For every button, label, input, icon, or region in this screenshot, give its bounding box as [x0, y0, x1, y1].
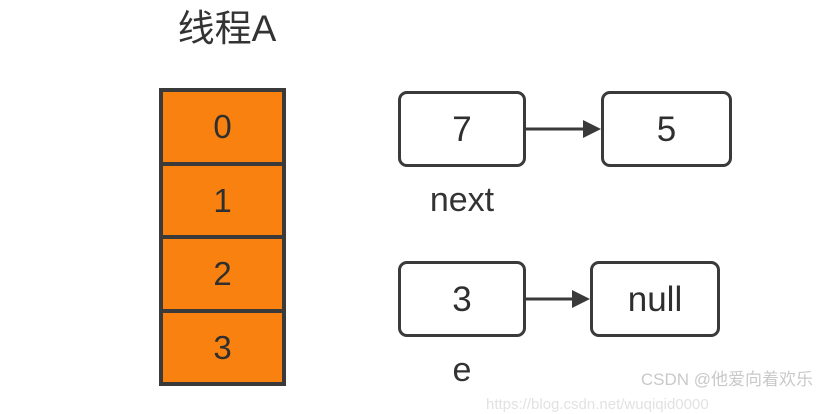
pointer-label-next: next [429, 181, 495, 219]
pointer-label-e: e [452, 351, 472, 389]
node-row-e: 3 null [398, 261, 720, 337]
page-title: 线程A [177, 8, 277, 49]
arrow-head [583, 120, 601, 138]
node-row-next: 7 5 [398, 91, 732, 167]
arrow-line [526, 127, 584, 131]
watermark-text: CSDN @他爱向着欢乐 [640, 370, 813, 389]
right-arrow-icon-e [526, 290, 590, 308]
right-arrow-icon-next [526, 120, 601, 138]
node-box-head-next: 7 [398, 91, 526, 167]
bucket-cell-2: 2 [163, 239, 282, 313]
bucket-cell-0: 0 [163, 92, 282, 166]
node-box-tail-e: null [590, 261, 720, 337]
arrow-head [572, 290, 590, 308]
node-box-tail-next: 5 [601, 91, 732, 167]
watermark-url: https://blog.csdn.net/wuqiqid0000 [486, 396, 709, 413]
bucket-array-table: 0 1 2 3 [159, 88, 286, 386]
node-box-head-e: 3 [398, 261, 526, 337]
arrow-line [526, 297, 573, 301]
bucket-cell-1: 1 [163, 165, 282, 239]
bucket-cell-3: 3 [163, 312, 282, 382]
